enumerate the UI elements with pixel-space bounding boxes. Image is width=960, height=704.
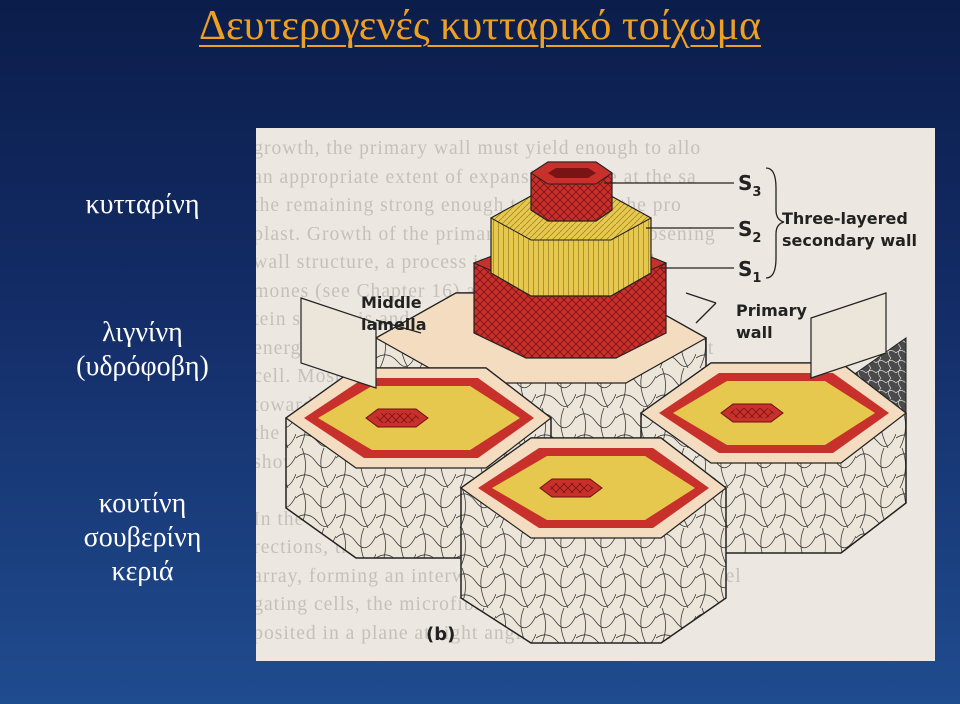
label-s1: S1 [738, 257, 761, 286]
label-primary-wall-1: Primary [736, 301, 807, 320]
term-list-coatings: κουτίνη σουβερίνη κεριά [0, 487, 285, 589]
label-middle-lamella-2: lamella [361, 315, 427, 334]
term-cellulose-text: κυτταρίνη [85, 189, 200, 220]
term-cellulose: κυτταρίνη [0, 188, 285, 222]
term-suberin: σουβερίνη [83, 522, 202, 553]
cell-left [284, 367, 552, 559]
background-text-line: growth, the primary wall must yield enou… [256, 137, 702, 159]
term-lignin-text: λιγνίνη [102, 317, 183, 348]
cell-wall-diagram: S3 S2 S1 Three-layered secondary wall Mi… [284, 161, 917, 645]
cell-wall-figure: growth, the primary wall must yield enou… [256, 128, 935, 661]
label-primary-wall-2: wall [736, 323, 773, 342]
label-middle-lamella-1: Middle [361, 293, 422, 312]
slide-title: Δευτερογενές κυτταρικό τοίχωμα [199, 3, 761, 49]
label-three-layered-2: secondary wall [782, 231, 917, 250]
back-right-face [810, 292, 887, 379]
cell-front [459, 437, 727, 644]
term-lignin: λιγνίνη (υδρόφοβη) [0, 316, 285, 384]
term-lignin-note: (υδρόφοβη) [76, 351, 209, 382]
panel-label: (b) [426, 624, 455, 645]
label-three-layered-1: Three-layered [782, 209, 908, 228]
term-wax: κεριά [111, 556, 174, 587]
label-s2: S2 [738, 217, 761, 246]
term-cutin: κουτίνη [98, 488, 187, 519]
back-left-face [300, 297, 377, 389]
label-s3: S3 [738, 171, 761, 200]
secondary-wall-tower [472, 161, 668, 359]
leader-lines [375, 167, 785, 334]
